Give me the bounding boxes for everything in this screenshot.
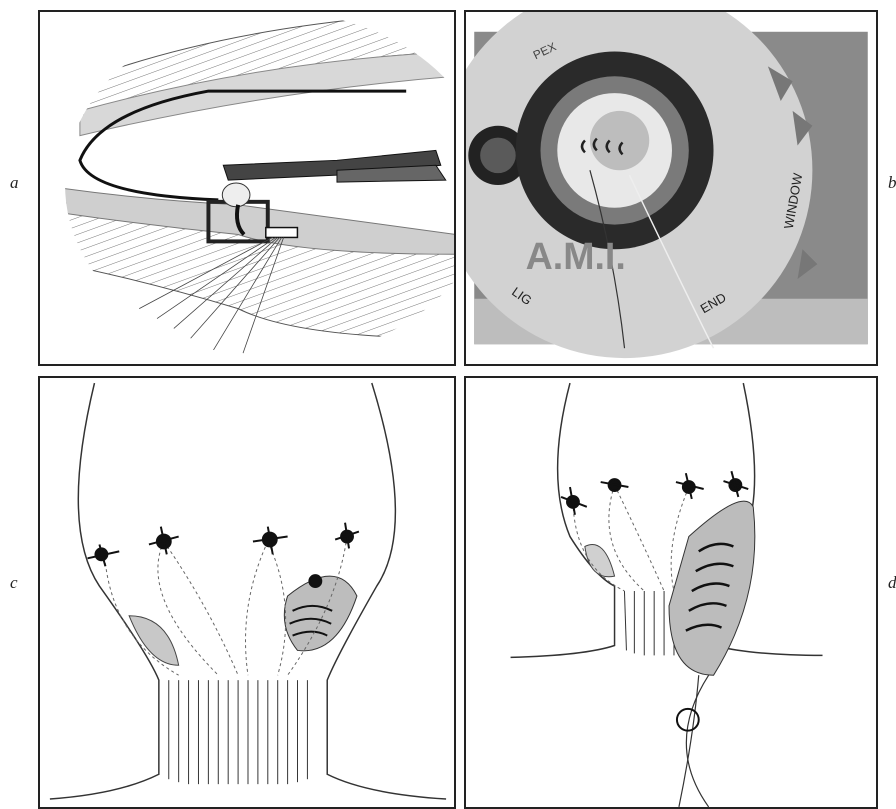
device-brand-text: A.M.I. bbox=[526, 235, 626, 277]
suture-loop-sketch bbox=[466, 378, 876, 807]
panel-c-sketch bbox=[38, 376, 456, 809]
panel-a-drawing bbox=[38, 10, 456, 366]
panel-b-photo: A.M.I. WINDOW END LIG PEX bbox=[464, 10, 878, 366]
panel-label-c: c bbox=[10, 573, 18, 593]
anatomy-device-illustration bbox=[40, 12, 454, 364]
device-photo: A.M.I. WINDOW END LIG PEX bbox=[466, 12, 876, 364]
knot-5 bbox=[309, 575, 321, 587]
panel-d-sketch bbox=[464, 376, 878, 809]
panel-label-d: d bbox=[888, 573, 896, 593]
panel-label-b: b bbox=[888, 173, 896, 193]
suture-sketch bbox=[40, 378, 454, 807]
panel-label-a: a bbox=[10, 173, 19, 193]
